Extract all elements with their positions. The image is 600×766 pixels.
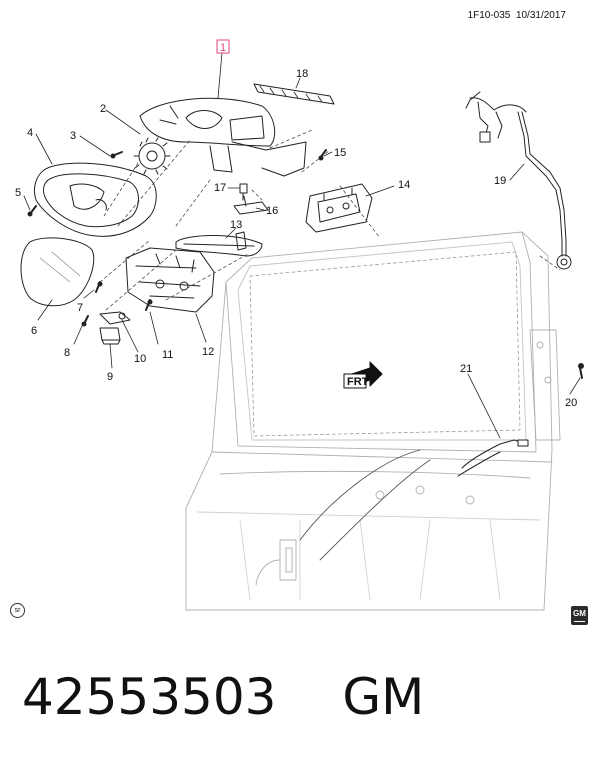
callout-16: 16 [266,205,278,217]
callout-14: 14 [398,179,410,191]
trim-strip-part-18 [253,83,335,105]
callout-1: 1 [220,42,226,54]
callout-19: 19 [494,175,506,187]
front-arrow-label: FRT [347,376,369,388]
callout-4: 4 [27,127,33,139]
callout-numbers: 1 2 3 4 5 6 7 8 9 10 11 12 13 14 15 16 1… [15,39,577,409]
screw-part-5 [27,205,37,217]
clip-part-9 [99,327,121,345]
mirror-motor-part-2 [133,137,171,175]
sr-symbol: sr [10,603,25,618]
mirror-base-cover-part-12 [125,247,215,313]
drawing-reference: 1F10-035 10/31/2017 [468,10,566,21]
drawing-code: 1F10-035 [467,10,511,21]
seal-pad-part-16 [233,195,269,215]
callout-20: 20 [565,397,577,409]
control-cable-part-21 [457,439,529,477]
callout-8: 8 [64,347,70,359]
callout-21: 21 [460,363,472,375]
mirror-bracket-part-14 [305,183,373,233]
bracket-part-10 [99,311,131,325]
screw-part-3 [110,151,123,159]
callout-12: 12 [202,346,214,358]
callout-15: 15 [334,147,346,159]
callout-3: 3 [70,130,76,142]
drawing-date: 10/31/2017 [515,10,566,21]
callout-leader-lines [23,52,581,439]
mirror-backing-part-4 [33,162,157,237]
stud-part-17 [239,183,248,201]
callout-6: 6 [31,325,37,337]
mirror-glass-part-6 [20,237,95,307]
callout-1-box [216,39,230,54]
door-assembly [185,231,561,611]
screw-part-7 [95,281,103,293]
dashed-leader-lines [99,129,561,311]
part-number: 42553503 [22,668,277,726]
mirror-housing-part-1 [139,97,307,177]
screw-part-20 [578,363,584,379]
part-number-footer: 42553503 GM [22,668,424,726]
front-direction-arrow [343,361,383,389]
callout-17: 17 [214,182,226,194]
callout-9: 9 [107,371,113,383]
callout-13: 13 [230,219,242,231]
window-glass-outline [249,251,521,437]
callout-2: 2 [100,103,106,115]
turn-signal-lamp-part-13 [175,231,263,257]
callout-18: 18 [296,68,308,80]
exploded-parts-diagram: 1 2 3 4 5 6 7 8 9 10 11 12 13 14 15 16 1… [15,39,584,611]
callout-7: 7 [77,302,83,314]
callout-11: 11 [162,349,173,361]
screw-part-15 [318,149,327,161]
screw-part-8 [81,315,89,327]
callout-10: 10 [134,353,146,365]
brand-name: GM [342,668,425,726]
wiring-harness-part-19 [465,91,572,270]
gm-logo: GM [571,606,588,625]
callout-5: 5 [15,187,21,199]
